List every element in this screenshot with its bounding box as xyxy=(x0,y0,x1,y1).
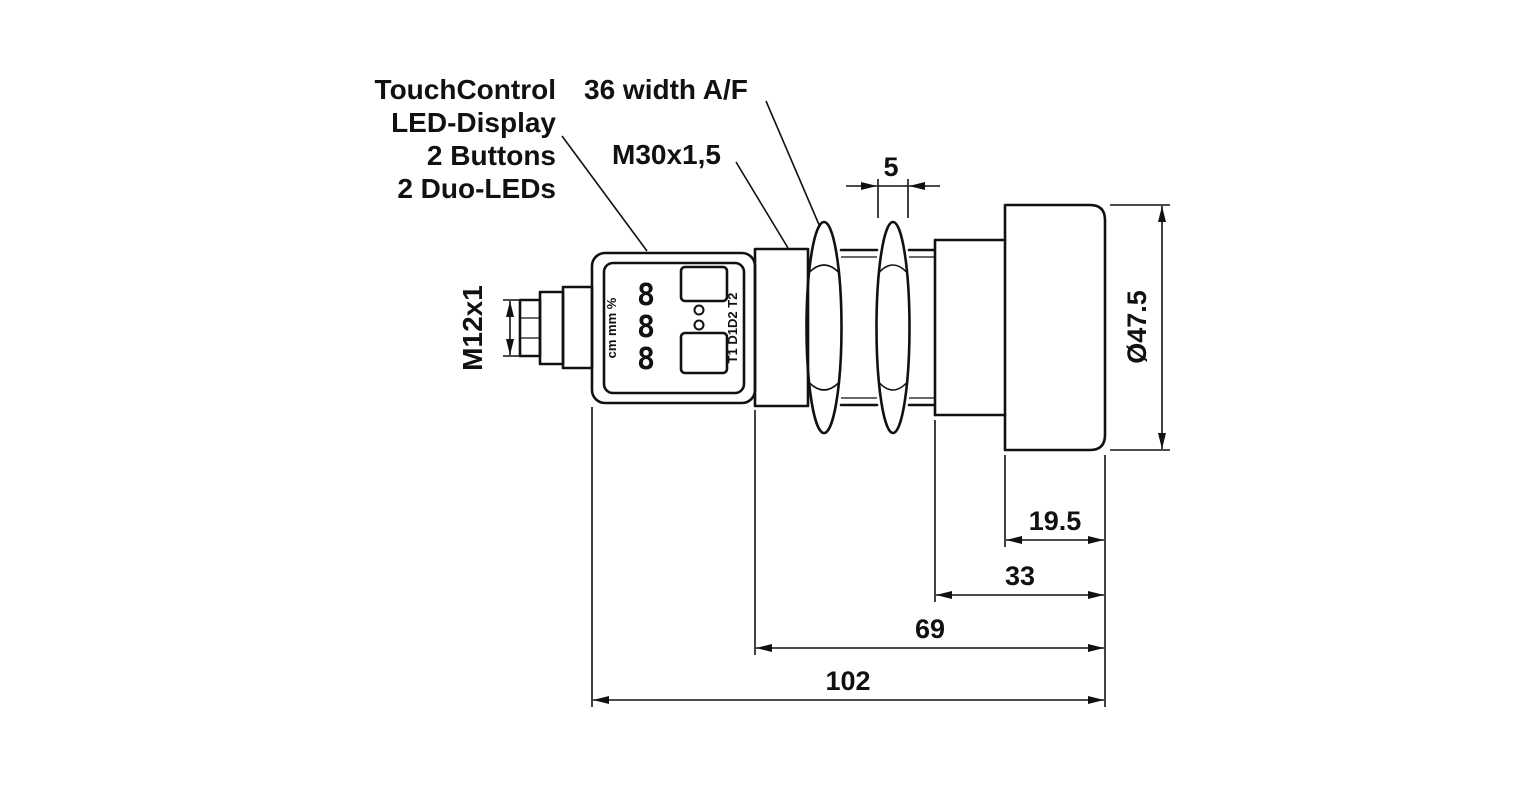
annotation-2-buttons: 2 Buttons xyxy=(427,140,556,171)
dimension-m12 xyxy=(503,299,520,357)
dimension-head-length: 19.5 xyxy=(1004,455,1104,547)
dim-total-length-label: 102 xyxy=(825,666,870,696)
duo-led-d1 xyxy=(693,304,705,316)
annotation-connector-m12: M12x1 xyxy=(457,285,488,371)
sensor-body: 8 8 8 cm mm % T1 D1D2 T2 xyxy=(518,203,1107,452)
annotation-led-display: LED-Display xyxy=(391,107,556,138)
dimension-body-length: 69 xyxy=(754,410,1104,655)
hex-nut-1 xyxy=(805,220,843,435)
display-digit-3: 8 xyxy=(637,342,655,377)
threaded-barrel xyxy=(753,247,810,408)
display-housing: 8 8 8 cm mm % T1 D1D2 T2 xyxy=(590,251,757,405)
leader-touchcontrol xyxy=(561,135,648,252)
hex-nut-2 xyxy=(875,220,911,435)
feature-annotations: TouchControl LED-Display 2 Buttons 2 Duo… xyxy=(375,74,821,371)
annotation-thread-m30: M30x1,5 xyxy=(612,139,721,170)
dim-sleeve-length-label: 33 xyxy=(1005,561,1035,591)
display-bezel xyxy=(602,261,746,395)
dimension-head-diameter: Ø47.5 xyxy=(1110,204,1170,451)
touch-button-t1 xyxy=(679,331,729,375)
display-digit-1: 8 xyxy=(637,278,655,313)
hex-nut-2-body xyxy=(875,220,911,435)
hex-nut-1-body xyxy=(805,220,843,435)
annotation-2-duo-leds: 2 Duo-LEDs xyxy=(397,173,556,204)
hex-nut-1-facet-top xyxy=(808,264,840,273)
display-unit-labels: cm mm % xyxy=(604,297,619,358)
sleeve-section xyxy=(933,238,1007,417)
leader-thread-m30 xyxy=(735,161,789,249)
dimension-nut-width: 5 xyxy=(846,152,940,218)
touch-button-t2 xyxy=(679,265,729,303)
dim-head-diameter-label: Ø47.5 xyxy=(1122,290,1152,364)
hex-nut-2-facet-bottom xyxy=(878,382,908,391)
leader-width-af xyxy=(765,100,821,228)
dim-body-length-label: 69 xyxy=(915,614,945,644)
annotation-touchcontrol: TouchControl xyxy=(375,74,556,105)
hex-nut-2-facet-top xyxy=(878,264,908,273)
dimension-total-length: 102 xyxy=(591,407,1104,707)
dimension-sleeve-length: 33 xyxy=(934,420,1104,602)
hex-nut-1-facet-bottom xyxy=(808,382,840,391)
dim-nut-width-label: 5 xyxy=(883,152,898,182)
display-touch-labels: T1 D1D2 T2 xyxy=(725,293,740,364)
annotation-width-af: 36 width A/F xyxy=(584,74,748,105)
display-digit-2: 8 xyxy=(637,310,655,345)
transducer-head xyxy=(1003,203,1107,452)
duo-led-d2 xyxy=(693,319,705,331)
dim-head-length-label: 19.5 xyxy=(1029,506,1082,536)
thread-section xyxy=(839,248,936,407)
